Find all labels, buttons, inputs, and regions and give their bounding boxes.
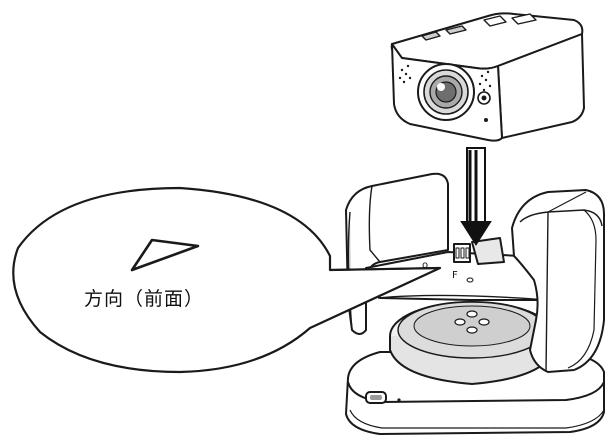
base-unit <box>345 351 605 435</box>
callout-bubble <box>12 186 442 374</box>
camera-head <box>390 12 585 142</box>
turntable <box>389 301 555 386</box>
svg-text:F: F <box>452 270 458 281</box>
direction-front-label: 方向（前面） <box>84 288 205 310</box>
direction-triangle-icon <box>130 238 200 272</box>
insertion-arrow <box>460 147 492 246</box>
svg-text:o: o <box>422 260 428 271</box>
cradle: o F <box>345 172 605 373</box>
